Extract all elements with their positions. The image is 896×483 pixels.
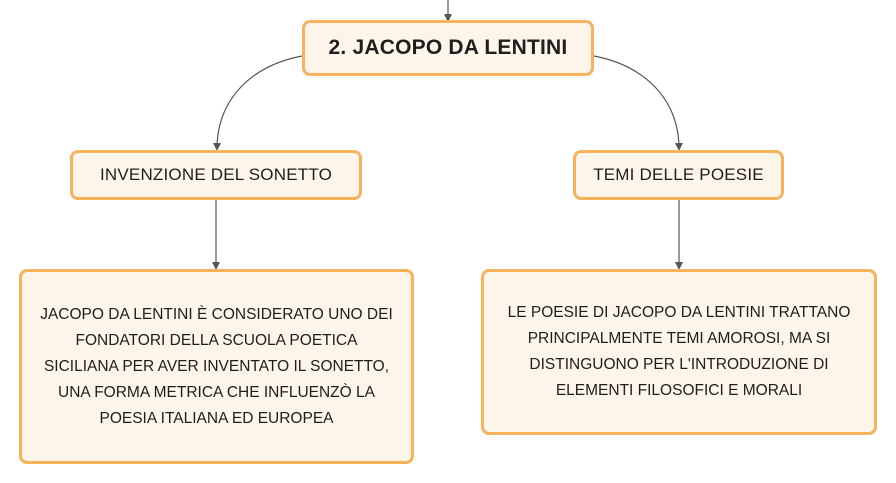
- detail-text-temi-delle-poesie: LE POESIE DI JACOPO DA LENTINI TRATTANO …: [507, 304, 851, 399]
- detail-node-invenzione-del-sonetto[interactable]: JACOPO DA LENTINI È CONSIDERATO UNO DEI …: [19, 269, 414, 464]
- main-topic-label: 2. JACOPO DA LENTINI: [328, 36, 568, 59]
- detail-text-invenzione-del-sonetto: JACOPO DA LENTINI È CONSIDERATO UNO DEI …: [40, 305, 393, 427]
- branch-node-temi-delle-poesie[interactable]: TEMI DELLE POESIE: [573, 150, 784, 200]
- branch-node-invenzione-del-sonetto[interactable]: INVENZIONE DEL SONETTO: [70, 150, 362, 200]
- detail-node-temi-delle-poesie[interactable]: LE POESIE DI JACOPO DA LENTINI TRATTANO …: [481, 269, 877, 435]
- connector-title-to-invenzione: [213, 55, 303, 151]
- branch-label-temi-delle-poesie: TEMI DELLE POESIE: [593, 165, 764, 184]
- branch-label-invenzione-del-sonetto: INVENZIONE DEL SONETTO: [99, 165, 333, 184]
- connector-title-to-temi: [593, 55, 683, 151]
- main-topic-node[interactable]: 2. JACOPO DA LENTINI: [302, 20, 594, 76]
